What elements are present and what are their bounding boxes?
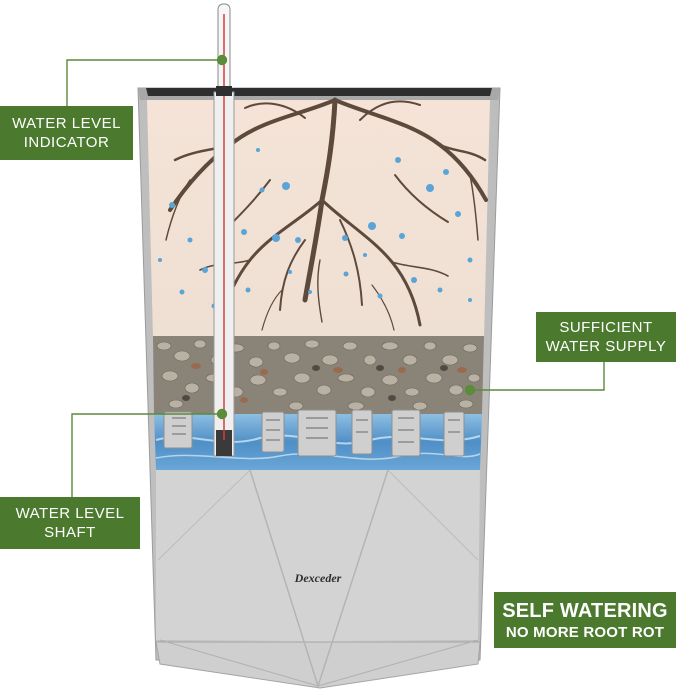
callout-line: SHAFT [44,524,96,541]
svg-text:Dexceder: Dexceder [294,571,342,585]
brand-logo: Dexceder [294,571,342,585]
callout-water-level-shaft: WATER LEVEL SHAFT [0,497,140,549]
callout-water-level-indicator: WATER LEVEL INDICATOR [0,106,133,160]
callout-line: WATER LEVEL [15,505,125,522]
root-system [165,97,488,331]
callout-sufficient-water-supply: SUFFICIENT WATER SUPPLY [536,312,676,362]
callout-line: SUFFICIENT [559,319,653,336]
badge-title: SELF WATERING [502,599,668,622]
planter-facets [156,469,480,689]
water-level-shaft [213,91,235,457]
callout-connectors [66,54,605,497]
basket-slots [172,417,460,443]
badge-subtitle: NO MORE ROOT ROT [505,623,665,641]
callout-line: WATER SUPPLY [545,338,667,355]
self-watering-badge: SELF WATERING NO MORE ROOT ROT [494,592,676,648]
callout-line: INDICATOR [23,134,110,151]
wicking-baskets [163,409,465,457]
water-level-indicator-float [216,3,232,96]
gravel-layer [153,336,484,414]
callout-line: WATER LEVEL [12,115,121,132]
